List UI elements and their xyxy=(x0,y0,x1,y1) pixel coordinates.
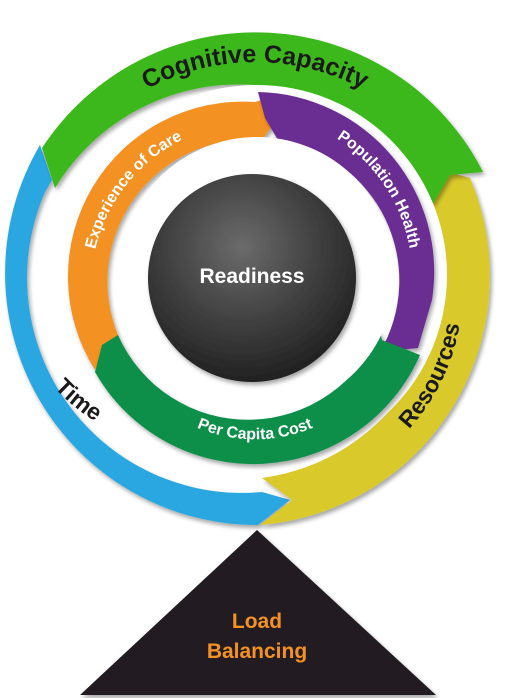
load-balancing-triangle: Load Balancing xyxy=(80,530,436,695)
base-label-line2: Balancing xyxy=(207,640,307,663)
outer-segment-time xyxy=(5,145,291,526)
outer-segment-cognitive-capacity xyxy=(42,32,483,205)
base-label-line1: Load xyxy=(232,610,282,633)
outer-ring xyxy=(5,32,490,526)
center-label: Readiness xyxy=(199,265,304,288)
outer-segment-resources xyxy=(260,170,490,525)
inner-segment-experience-of-care xyxy=(67,100,279,370)
inner-segment-per-capita-cost xyxy=(95,330,420,465)
inner-ring xyxy=(67,92,435,465)
triangle-shape xyxy=(80,530,436,695)
inner-segment-population-health xyxy=(258,92,435,352)
center-circle xyxy=(148,174,356,382)
